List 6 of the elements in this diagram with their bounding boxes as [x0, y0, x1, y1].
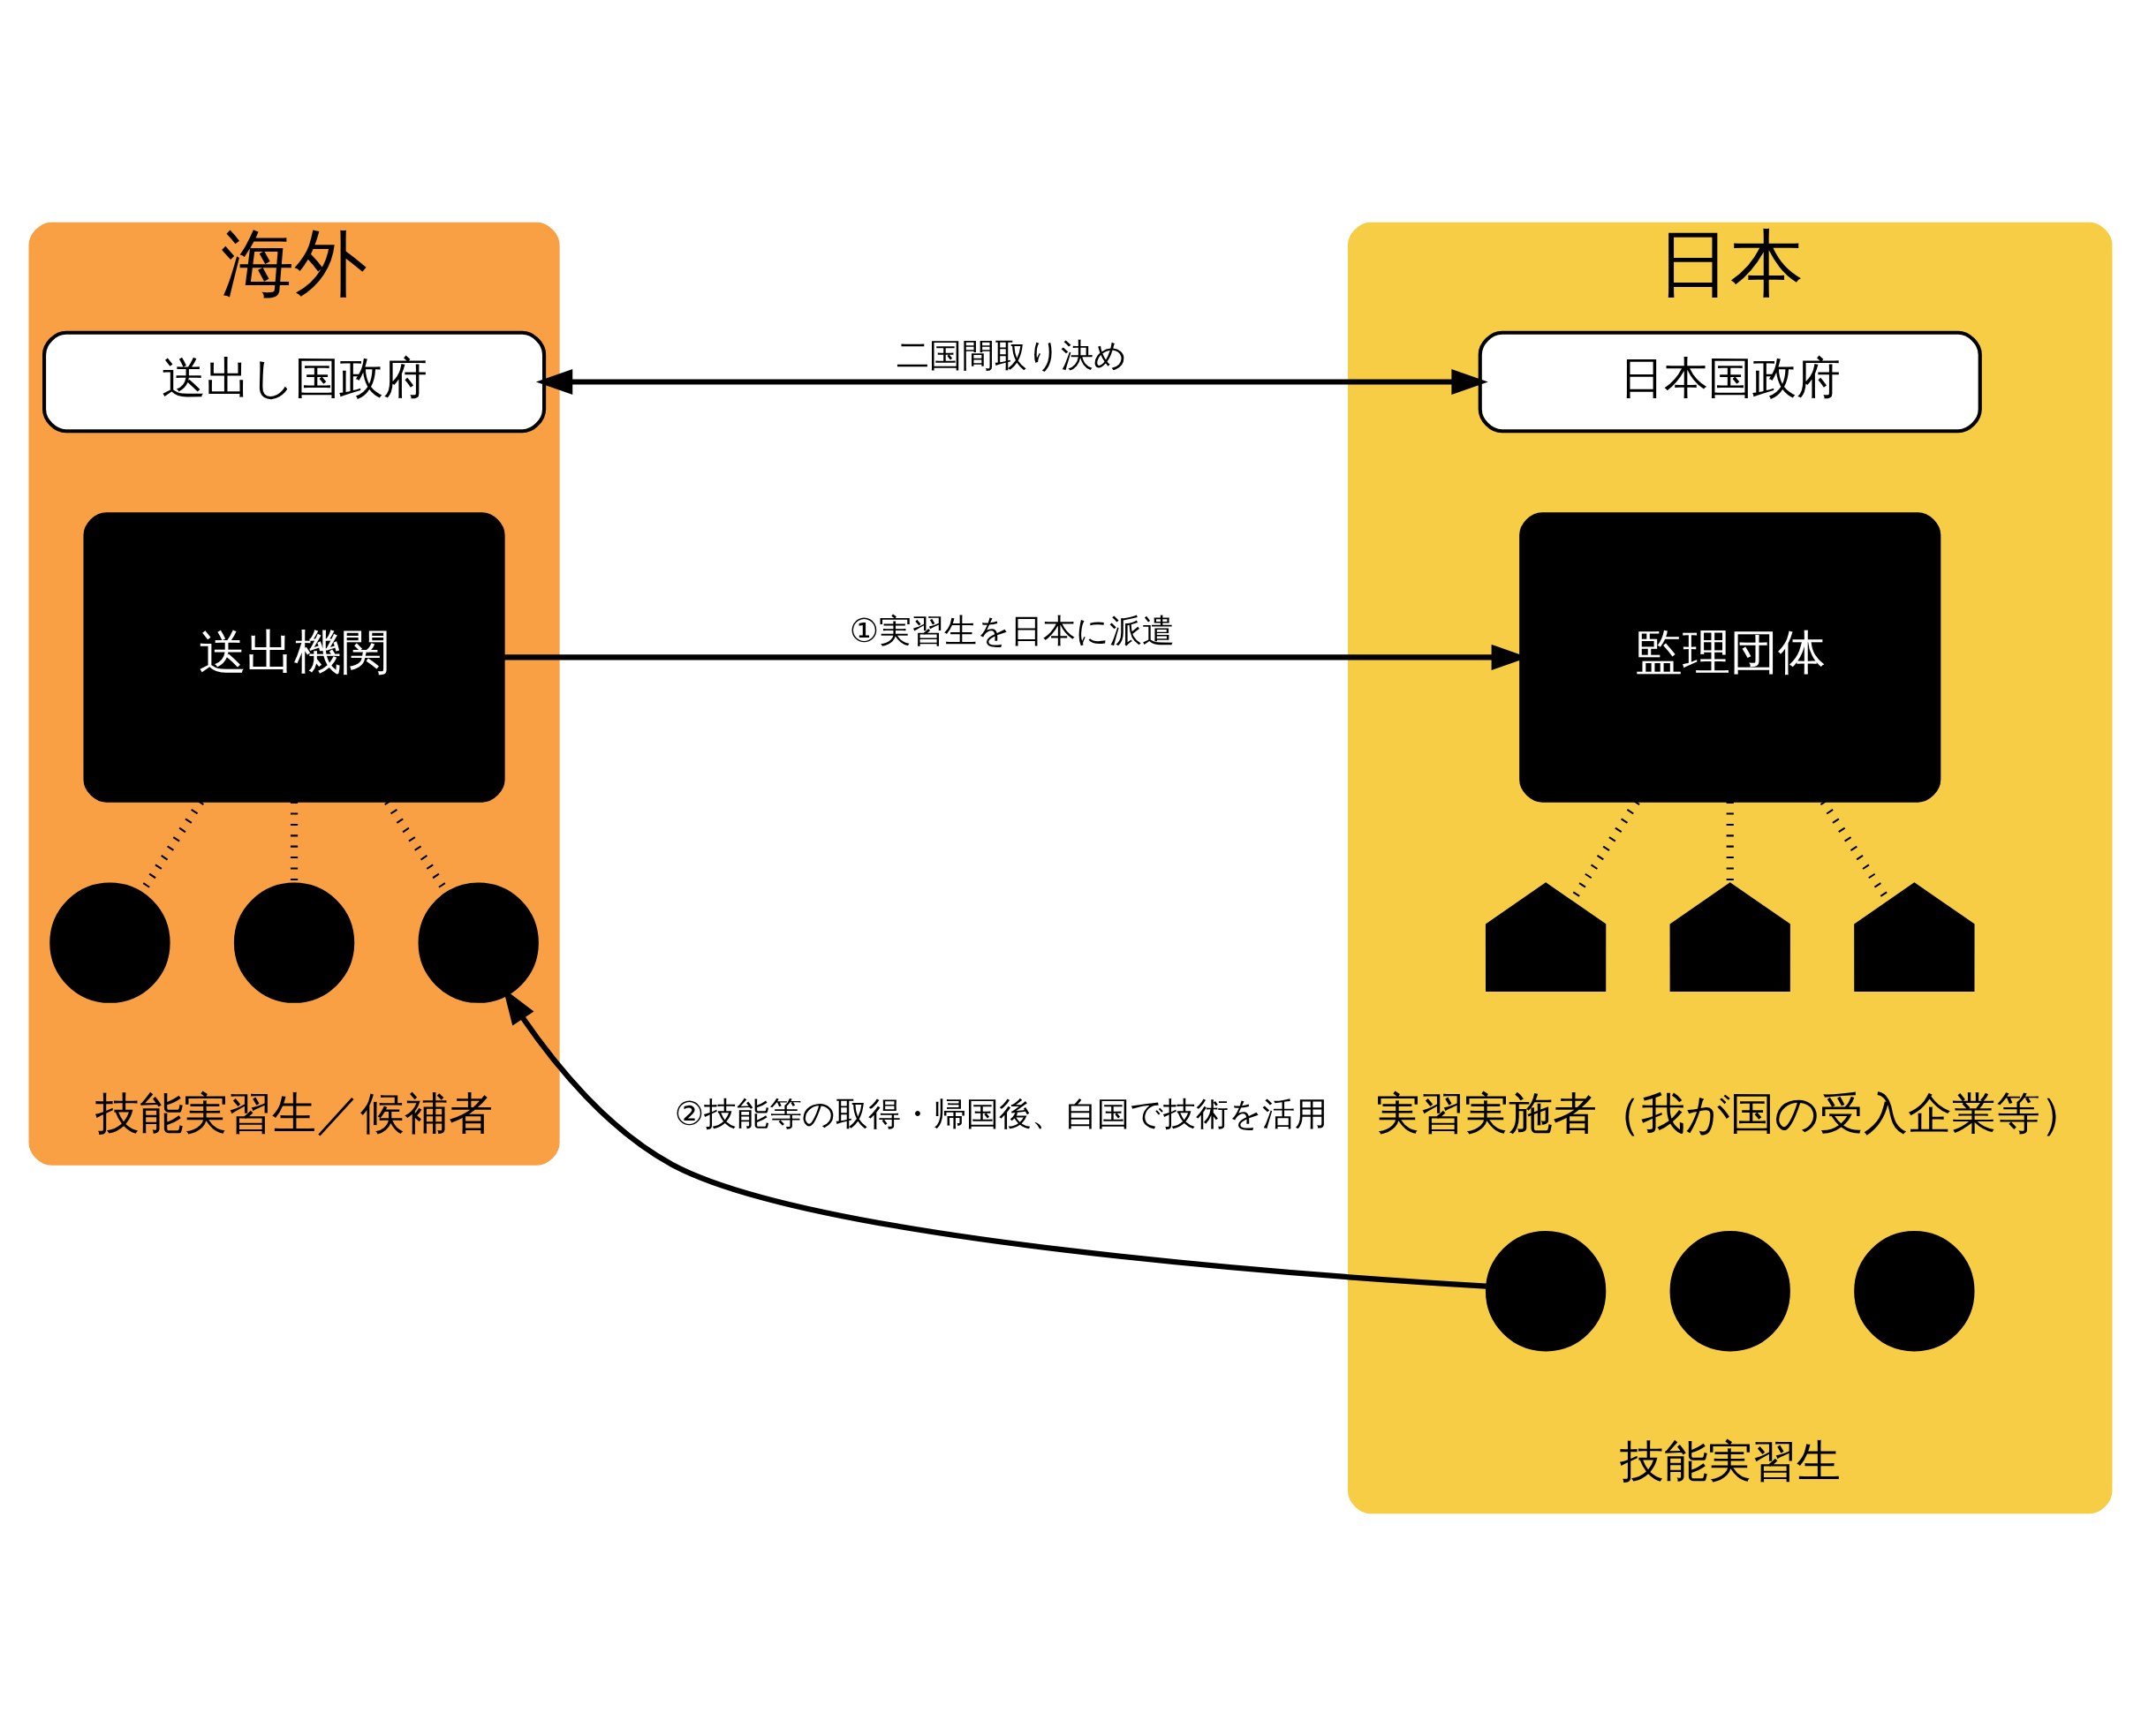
- edge-label: ①実習生を日本に派遣: [849, 610, 1176, 650]
- edge-label: ②技能等の取得・帰国後、自国で技術を活用: [674, 1094, 1328, 1134]
- label: 実習実施者（我が国の受入企業等）: [1375, 1087, 2084, 1139]
- edge-label: 二国間取り決め: [896, 335, 1128, 374]
- label: 技能実習生: [1619, 1436, 1841, 1488]
- label: 技能実習生／候補者: [95, 1087, 494, 1139]
